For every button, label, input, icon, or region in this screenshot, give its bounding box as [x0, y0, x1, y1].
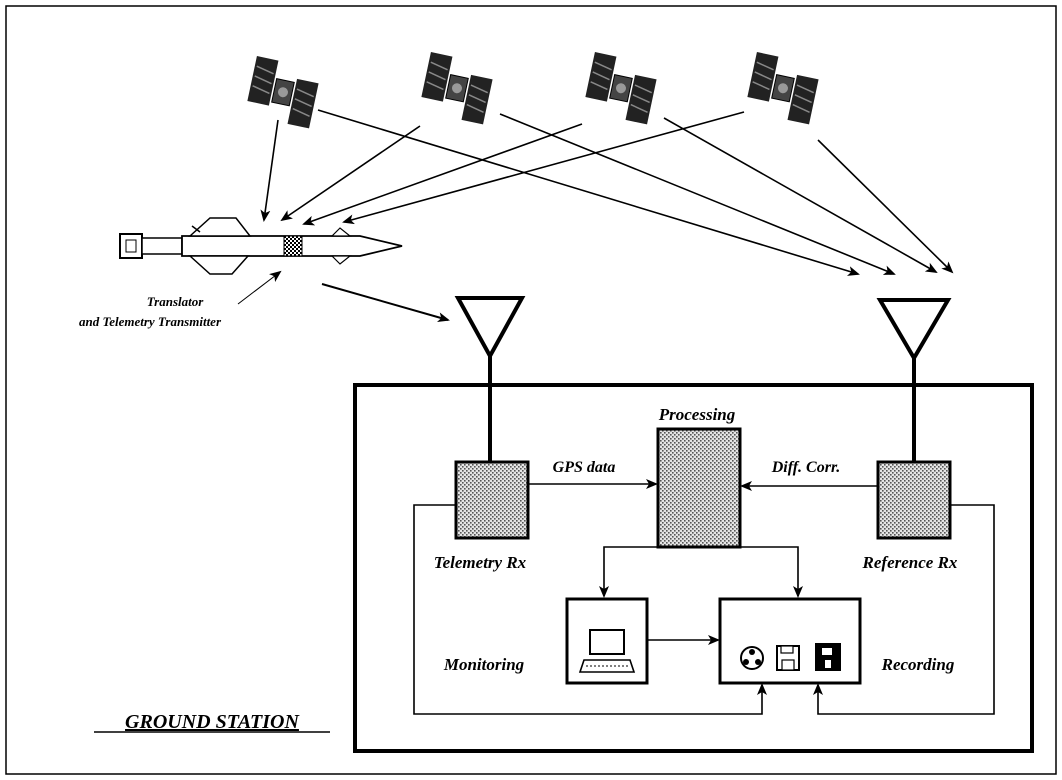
translator-pointer-arrow [237, 270, 282, 305]
telemetry-to-recording-arrow [413, 504, 767, 715]
reference-antenna-icon [876, 298, 952, 462]
floppy-disk-icon [776, 645, 800, 671]
satellite-icon [584, 51, 658, 126]
signal-arrow [499, 113, 896, 275]
telemetry-downlink-arrow [321, 283, 450, 323]
diff-corr-label: Diff. Corr. [771, 459, 841, 476]
computer-terminal-icon [578, 629, 636, 673]
reference-to-recording-arrow [813, 504, 995, 715]
processing-label: Processing [658, 405, 736, 424]
telemetry-rx-label: Telemetry Rx [434, 553, 527, 572]
signal-arrow [342, 111, 745, 225]
signal-arrow [280, 125, 421, 222]
processing-to-monitoring-arrow [599, 546, 658, 598]
reference-rx-box [876, 460, 952, 540]
signal-arrow [663, 117, 938, 273]
telemetry-antenna-icon [454, 296, 526, 462]
monitoring-label: Monitoring [443, 655, 525, 674]
reference-rx-label: Reference Rx [862, 553, 958, 572]
recording-label: Recording [881, 655, 955, 674]
processing-to-recording-arrow [740, 546, 803, 598]
outer-border [5, 5, 1057, 775]
ground-station-title: GROUND STATION [125, 711, 300, 733]
signal-arrows-missile [260, 111, 745, 226]
signal-arrow [817, 139, 954, 274]
ground-station-box [353, 383, 1034, 753]
translator-label-line2: and Telemetry Transmitter [79, 314, 222, 329]
gps-data-label: GPS data [553, 459, 616, 476]
missile-icon [119, 217, 403, 275]
signal-arrow [260, 119, 279, 222]
tape-reel-icon [740, 646, 764, 670]
signal-arrows-reference [317, 109, 954, 276]
floppy-disk-icon [815, 643, 841, 671]
signal-arrow [302, 123, 583, 226]
satellite-icon [246, 55, 320, 130]
signal-arrow [317, 109, 860, 276]
satellite-icon [420, 51, 494, 126]
translator-label: Translator [147, 294, 205, 309]
satellite-icon [746, 51, 820, 126]
telemetry-rx-box [454, 460, 530, 540]
processing-box [656, 427, 742, 549]
